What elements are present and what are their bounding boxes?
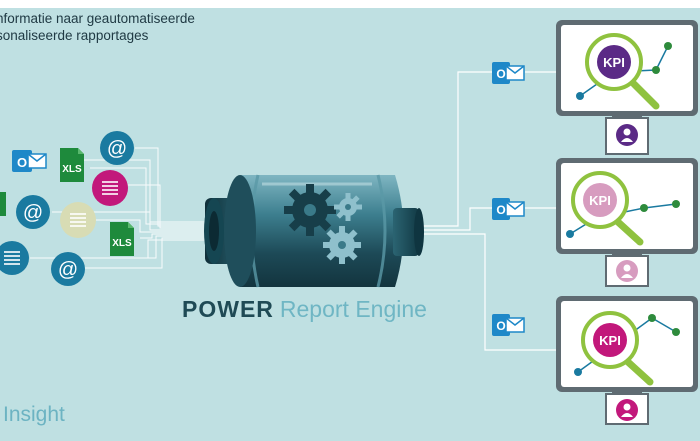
outlook-icon: O: [492, 198, 525, 220]
user-avatar-icon: [616, 399, 638, 421]
kpi-badge: [597, 45, 631, 79]
gear-icon: [323, 226, 361, 264]
input-connector-lines: [30, 147, 215, 269]
report-monitor: KPI: [556, 158, 698, 287]
header-caption: nformatie naar geautomatiseerde sonalise…: [0, 10, 296, 44]
outlook-letter: O: [17, 155, 27, 170]
user-avatar-icon: [616, 260, 638, 282]
engine-title-strong: POWER: [182, 296, 274, 322]
kpi-label: KPI: [599, 333, 621, 348]
document-lines-icon: [60, 202, 96, 238]
outlook-letter: O: [496, 67, 505, 81]
at-label: @: [23, 202, 43, 224]
at-label: @: [58, 259, 78, 281]
at-label: @: [107, 138, 127, 160]
gear-icon: [334, 193, 362, 221]
document-lines-icon: [92, 170, 128, 206]
user-avatar-icon: [616, 124, 638, 146]
xls-label: XLS: [112, 238, 132, 249]
document-lines-icon: [0, 241, 29, 275]
kpi-label: KPI: [589, 193, 611, 208]
outlook-letter: O: [496, 203, 505, 217]
xls-label: XLS: [62, 164, 82, 175]
report-monitor: KPI: [556, 296, 698, 425]
magnifier-icon: KPI: [581, 311, 654, 386]
outlook-icon: O: [12, 150, 47, 172]
outlook-letter: O: [496, 319, 505, 333]
caption-line-1: nformatie naar geautomatiseerde: [0, 11, 195, 26]
gear-icon: [284, 184, 336, 236]
partial-file-icon: [0, 192, 6, 216]
kpi-label: KPI: [603, 55, 625, 70]
output-connector-lines: [418, 71, 556, 351]
outlook-icon: O: [492, 62, 525, 84]
magnifier-icon: KPI: [585, 33, 660, 110]
at-sign-icon: @: [51, 252, 85, 286]
report-monitor: KPI: [556, 20, 698, 155]
magnifier-icon: KPI: [571, 171, 644, 246]
caption-line-2: sonaliseerde rapportages: [0, 28, 149, 43]
report-engine-cylinder: [204, 174, 424, 288]
outlook-icon: O: [492, 314, 525, 336]
at-sign-icon: @: [16, 195, 50, 229]
brand-name: Insight: [3, 403, 65, 426]
at-sign-icon: @: [100, 131, 134, 165]
xls-file-icon: XLS: [60, 148, 84, 182]
engine-title-light: Report Engine: [279, 296, 427, 322]
xls-file-icon: XLS: [110, 222, 134, 256]
top-border: [0, 0, 700, 8]
